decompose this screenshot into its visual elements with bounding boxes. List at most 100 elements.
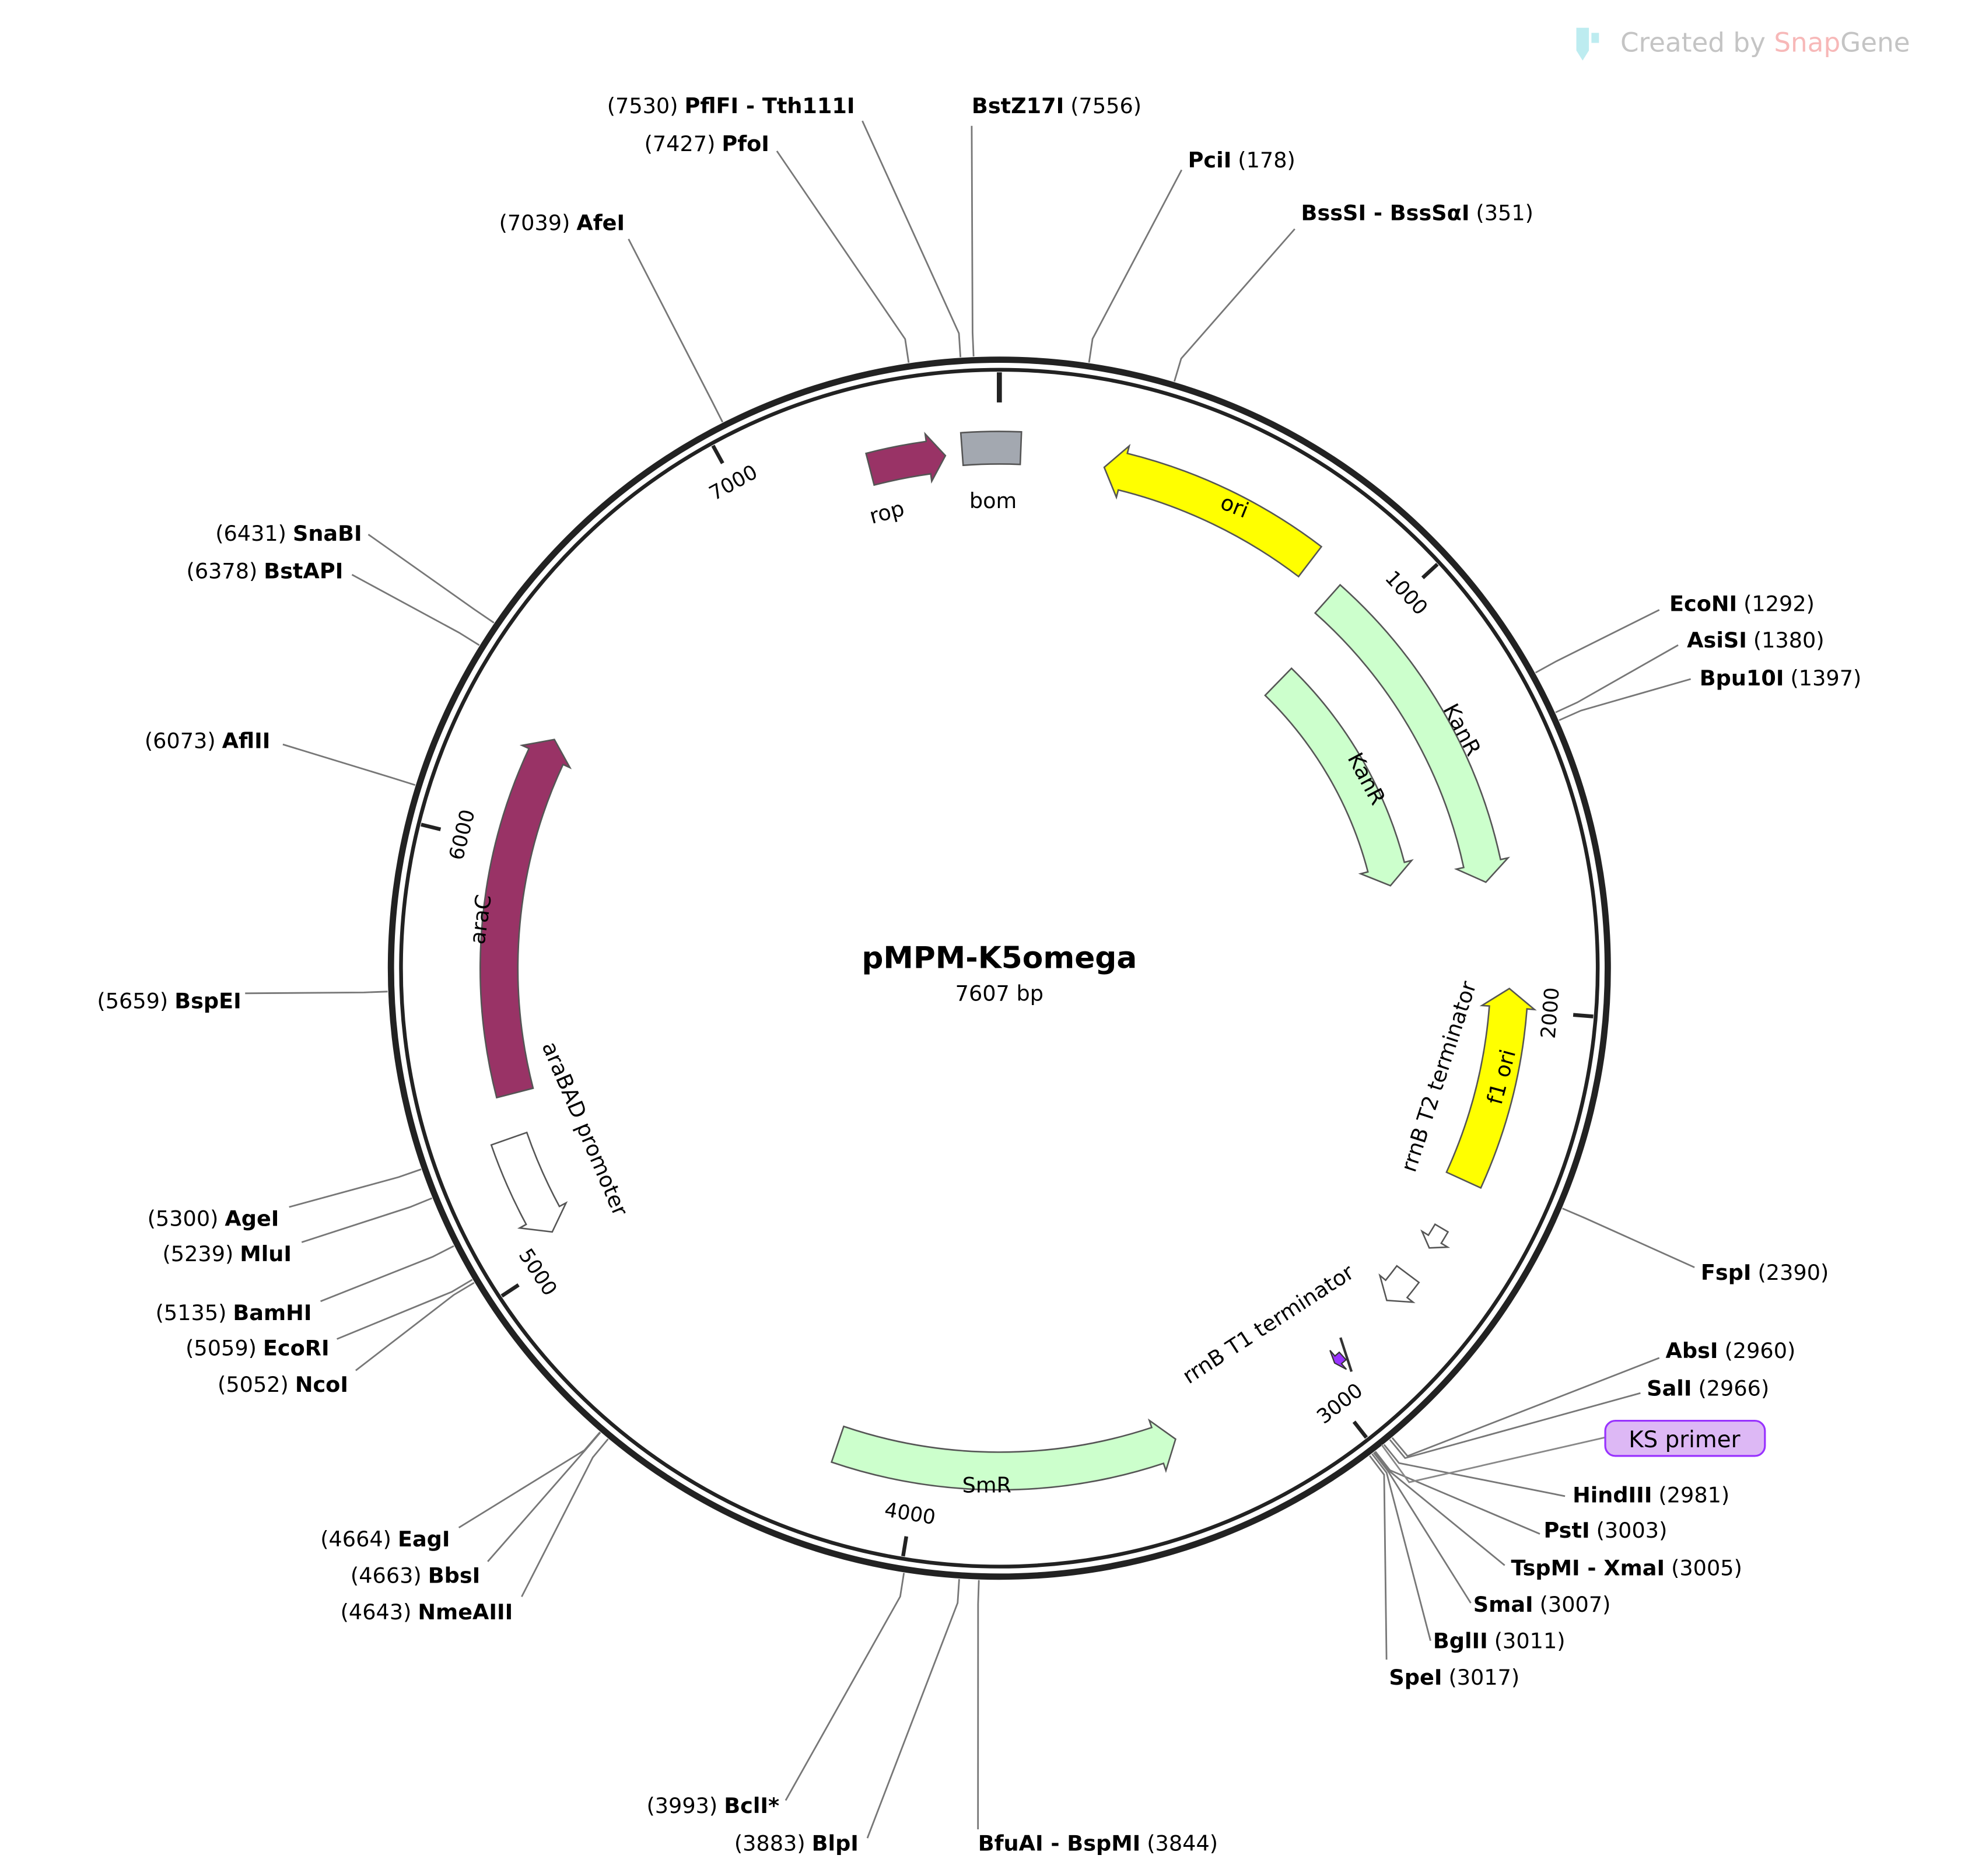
enzyme-label[interactable]: TspMI - XmaI (3005) xyxy=(1511,1556,1742,1581)
enzyme-site-bcli[interactable]: (3993) BclI* xyxy=(646,1573,905,1818)
primers: KS primer xyxy=(1329,1337,1766,1483)
enzyme-label[interactable]: FspI (2390) xyxy=(1701,1260,1829,1285)
enzyme-position: (3844) xyxy=(1147,1831,1218,1856)
feature-smr[interactable]: SmR xyxy=(830,1418,1176,1497)
enzyme-site-afei[interactable]: (7039) AfeI xyxy=(499,211,724,423)
enzyme-label[interactable]: (6073) AflII xyxy=(145,729,271,754)
enzyme-name: PfoI xyxy=(722,131,769,156)
tick-label: 3000 xyxy=(1312,1379,1367,1429)
enzyme-label[interactable]: Bpu10I (1397) xyxy=(1700,666,1862,691)
primer-ks[interactable]: KS primer xyxy=(1329,1337,1766,1483)
enzyme-label[interactable]: (4643) NmeAIII xyxy=(341,1600,513,1625)
enzyme-site-nmeaiii[interactable]: (4643) NmeAIII xyxy=(341,1438,609,1625)
enzyme-label[interactable]: (5135) BamHI xyxy=(156,1300,312,1325)
feature-arac[interactable]: araC xyxy=(465,738,572,1099)
feature-bom-shape[interactable] xyxy=(960,430,1022,467)
enzyme-position: (3011) xyxy=(1494,1629,1566,1654)
enzyme-label[interactable]: BfuAI - BspMI (3844) xyxy=(978,1831,1218,1856)
enzyme-label[interactable]: SpeI (3017) xyxy=(1389,1665,1519,1690)
enzyme-site-mlui[interactable]: (5239) MluI xyxy=(163,1197,433,1266)
feature-bom[interactable]: bom xyxy=(960,430,1022,513)
feature-rop[interactable]: rop xyxy=(865,432,947,529)
enzyme-site-snabi[interactable]: (6431) SnaBI xyxy=(215,521,495,624)
feature-rop-shape[interactable] xyxy=(865,432,947,487)
enzyme-site-bfuai-bspmi[interactable]: BfuAI - BspMI (3844) xyxy=(977,1580,1218,1856)
enzyme-label[interactable]: (4663) BbsI xyxy=(351,1563,480,1588)
enzyme-site-ecori[interactable]: (5059) EcoRI xyxy=(185,1279,473,1361)
feature-ori-shape[interactable] xyxy=(1103,443,1323,578)
enzyme-label[interactable]: (7039) AfeI xyxy=(499,211,625,236)
enzyme-label[interactable]: (5239) MluI xyxy=(163,1241,292,1266)
enzyme-site-eagi[interactable]: (4664) EagI xyxy=(320,1432,601,1552)
enzyme-site-bglii[interactable]: BglII (3011) xyxy=(1371,1453,1566,1654)
enzyme-label[interactable]: AbsI (2960) xyxy=(1666,1338,1796,1363)
enzyme-label[interactable]: (6378) BstAPI xyxy=(187,559,344,584)
feature-f1-ori-shape[interactable] xyxy=(1445,988,1537,1189)
primer-label-box[interactable] xyxy=(1604,1419,1766,1457)
enzyme-leader-line xyxy=(862,120,962,358)
feature-rrnb-t2-terminator-shape[interactable] xyxy=(1420,1223,1451,1249)
enzyme-name: NmeAIII xyxy=(418,1600,513,1625)
feature-kanr-shape[interactable] xyxy=(1264,667,1414,887)
enzyme-site-fspi[interactable]: FspI (2390) xyxy=(1562,1208,1829,1286)
enzyme-site-blpi[interactable]: (3883) BlpI xyxy=(734,1578,960,1856)
enzyme-site-absi[interactable]: AbsI (2960) xyxy=(1391,1338,1796,1457)
enzyme-label[interactable]: BssSI - BssSαI (351) xyxy=(1301,200,1533,225)
enzyme-site-agei[interactable]: (5300) AgeI xyxy=(148,1168,422,1231)
enzyme-label[interactable]: (5659) BspEI xyxy=(97,989,241,1014)
feature-kanr[interactable]: KanR xyxy=(1264,667,1414,887)
enzyme-site-smai[interactable]: SmaI (3007) xyxy=(1372,1452,1611,1617)
enzyme-label[interactable]: (5059) EcoRI xyxy=(185,1336,329,1361)
enzyme-site-econi[interactable]: EcoNI (1292) xyxy=(1535,592,1815,674)
enzyme-label[interactable]: (7530) PflFI - Tth111I xyxy=(607,93,855,118)
enzyme-label[interactable]: HindIII (2981) xyxy=(1573,1483,1729,1508)
enzyme-name: EcoNI xyxy=(1669,592,1737,617)
feature-smr-shape[interactable] xyxy=(830,1418,1176,1491)
enzyme-site-spei[interactable]: SpeI (3017) xyxy=(1369,1455,1519,1690)
tick-mark xyxy=(500,1283,520,1298)
enzyme-site-pcii[interactable]: PciI (178) xyxy=(1088,148,1295,363)
enzyme-label[interactable]: (3993) BclI* xyxy=(646,1793,779,1818)
enzyme-site-aflii[interactable]: (6073) AflII xyxy=(145,729,416,786)
enzyme-site-bspei[interactable]: (5659) BspEI xyxy=(97,989,388,1014)
enzyme-position: (7530) xyxy=(607,93,678,118)
enzyme-label[interactable]: (5052) NcoI xyxy=(218,1372,348,1397)
primer-arrow[interactable] xyxy=(1329,1350,1347,1370)
enzyme-site-sali[interactable]: SalI (2966) xyxy=(1389,1376,1769,1460)
enzyme-site-pflfi-tth111i[interactable]: (7530) PflFI - Tth111I xyxy=(607,93,962,358)
enzyme-label[interactable]: (5300) AgeI xyxy=(148,1206,279,1231)
enzyme-site-bamhi[interactable]: (5135) BamHI xyxy=(156,1245,454,1325)
feature-arabad-promoter-shape[interactable] xyxy=(490,1131,568,1233)
enzyme-label[interactable]: (7427) PfoI xyxy=(645,131,769,156)
enzyme-label[interactable]: AsiSI (1380) xyxy=(1687,628,1824,653)
enzyme-label[interactable]: (4664) EagI xyxy=(320,1527,450,1552)
enzyme-site-bstz17i[interactable]: BstZ17I (7556) xyxy=(971,93,1141,357)
enzyme-site-bstapi[interactable]: (6378) BstAPI xyxy=(187,559,480,646)
enzyme-label[interactable]: BglII (3011) xyxy=(1433,1629,1566,1654)
enzyme-label[interactable]: PciI (178) xyxy=(1188,148,1295,173)
enzyme-site-asisi[interactable]: AsiSI (1380) xyxy=(1555,628,1825,713)
enzyme-label[interactable]: (6431) SnaBI xyxy=(215,521,362,546)
enzyme-sites: (7530) PflFI - Tth111I (7427) PfoI BstZ17I… xyxy=(97,93,1861,1856)
enzyme-label[interactable]: SmaI (3007) xyxy=(1473,1592,1611,1617)
enzyme-site-tspmi-xmai[interactable]: TspMI - XmaI (3005) xyxy=(1374,1451,1742,1581)
feature-arac-shape[interactable] xyxy=(479,738,572,1099)
feature-ori[interactable]: ori xyxy=(1103,443,1323,578)
enzyme-site-bbsi[interactable]: (4663) BbsI xyxy=(351,1432,601,1588)
enzyme-label[interactable]: (3883) BlpI xyxy=(734,1831,859,1856)
enzyme-label[interactable]: PstI (3003) xyxy=(1543,1518,1667,1543)
enzyme-site-bpu10i[interactable]: Bpu10I (1397) xyxy=(1559,666,1862,722)
feature-kanr-shape[interactable] xyxy=(1314,583,1510,883)
enzyme-label[interactable]: BstZ17I (7556) xyxy=(972,93,1141,118)
enzyme-label[interactable]: SalI (2966) xyxy=(1647,1376,1769,1401)
enzyme-label[interactable]: EcoNI (1292) xyxy=(1669,592,1815,617)
enzyme-site-hindiii[interactable]: HindIII (2981) xyxy=(1383,1444,1729,1508)
enzyme-site-psti[interactable]: PstI (3003) xyxy=(1374,1451,1668,1543)
enzyme-site-bsssi-bsss-i[interactable]: BssSI - BssSαI (351) xyxy=(1174,200,1533,382)
enzyme-position: (1380) xyxy=(1753,628,1825,653)
enzyme-site-pfoi[interactable]: (7427) PfoI xyxy=(645,131,910,363)
feature-rrnb-t1-terminator[interactable]: rrnB T1 terminator xyxy=(1178,1259,1420,1389)
enzyme-name: TspMI - XmaI xyxy=(1511,1556,1665,1581)
feature-rrnb-t1-terminator-shape[interactable] xyxy=(1378,1265,1420,1303)
enzyme-site-ncoi[interactable]: (5052) NcoI xyxy=(218,1282,475,1397)
